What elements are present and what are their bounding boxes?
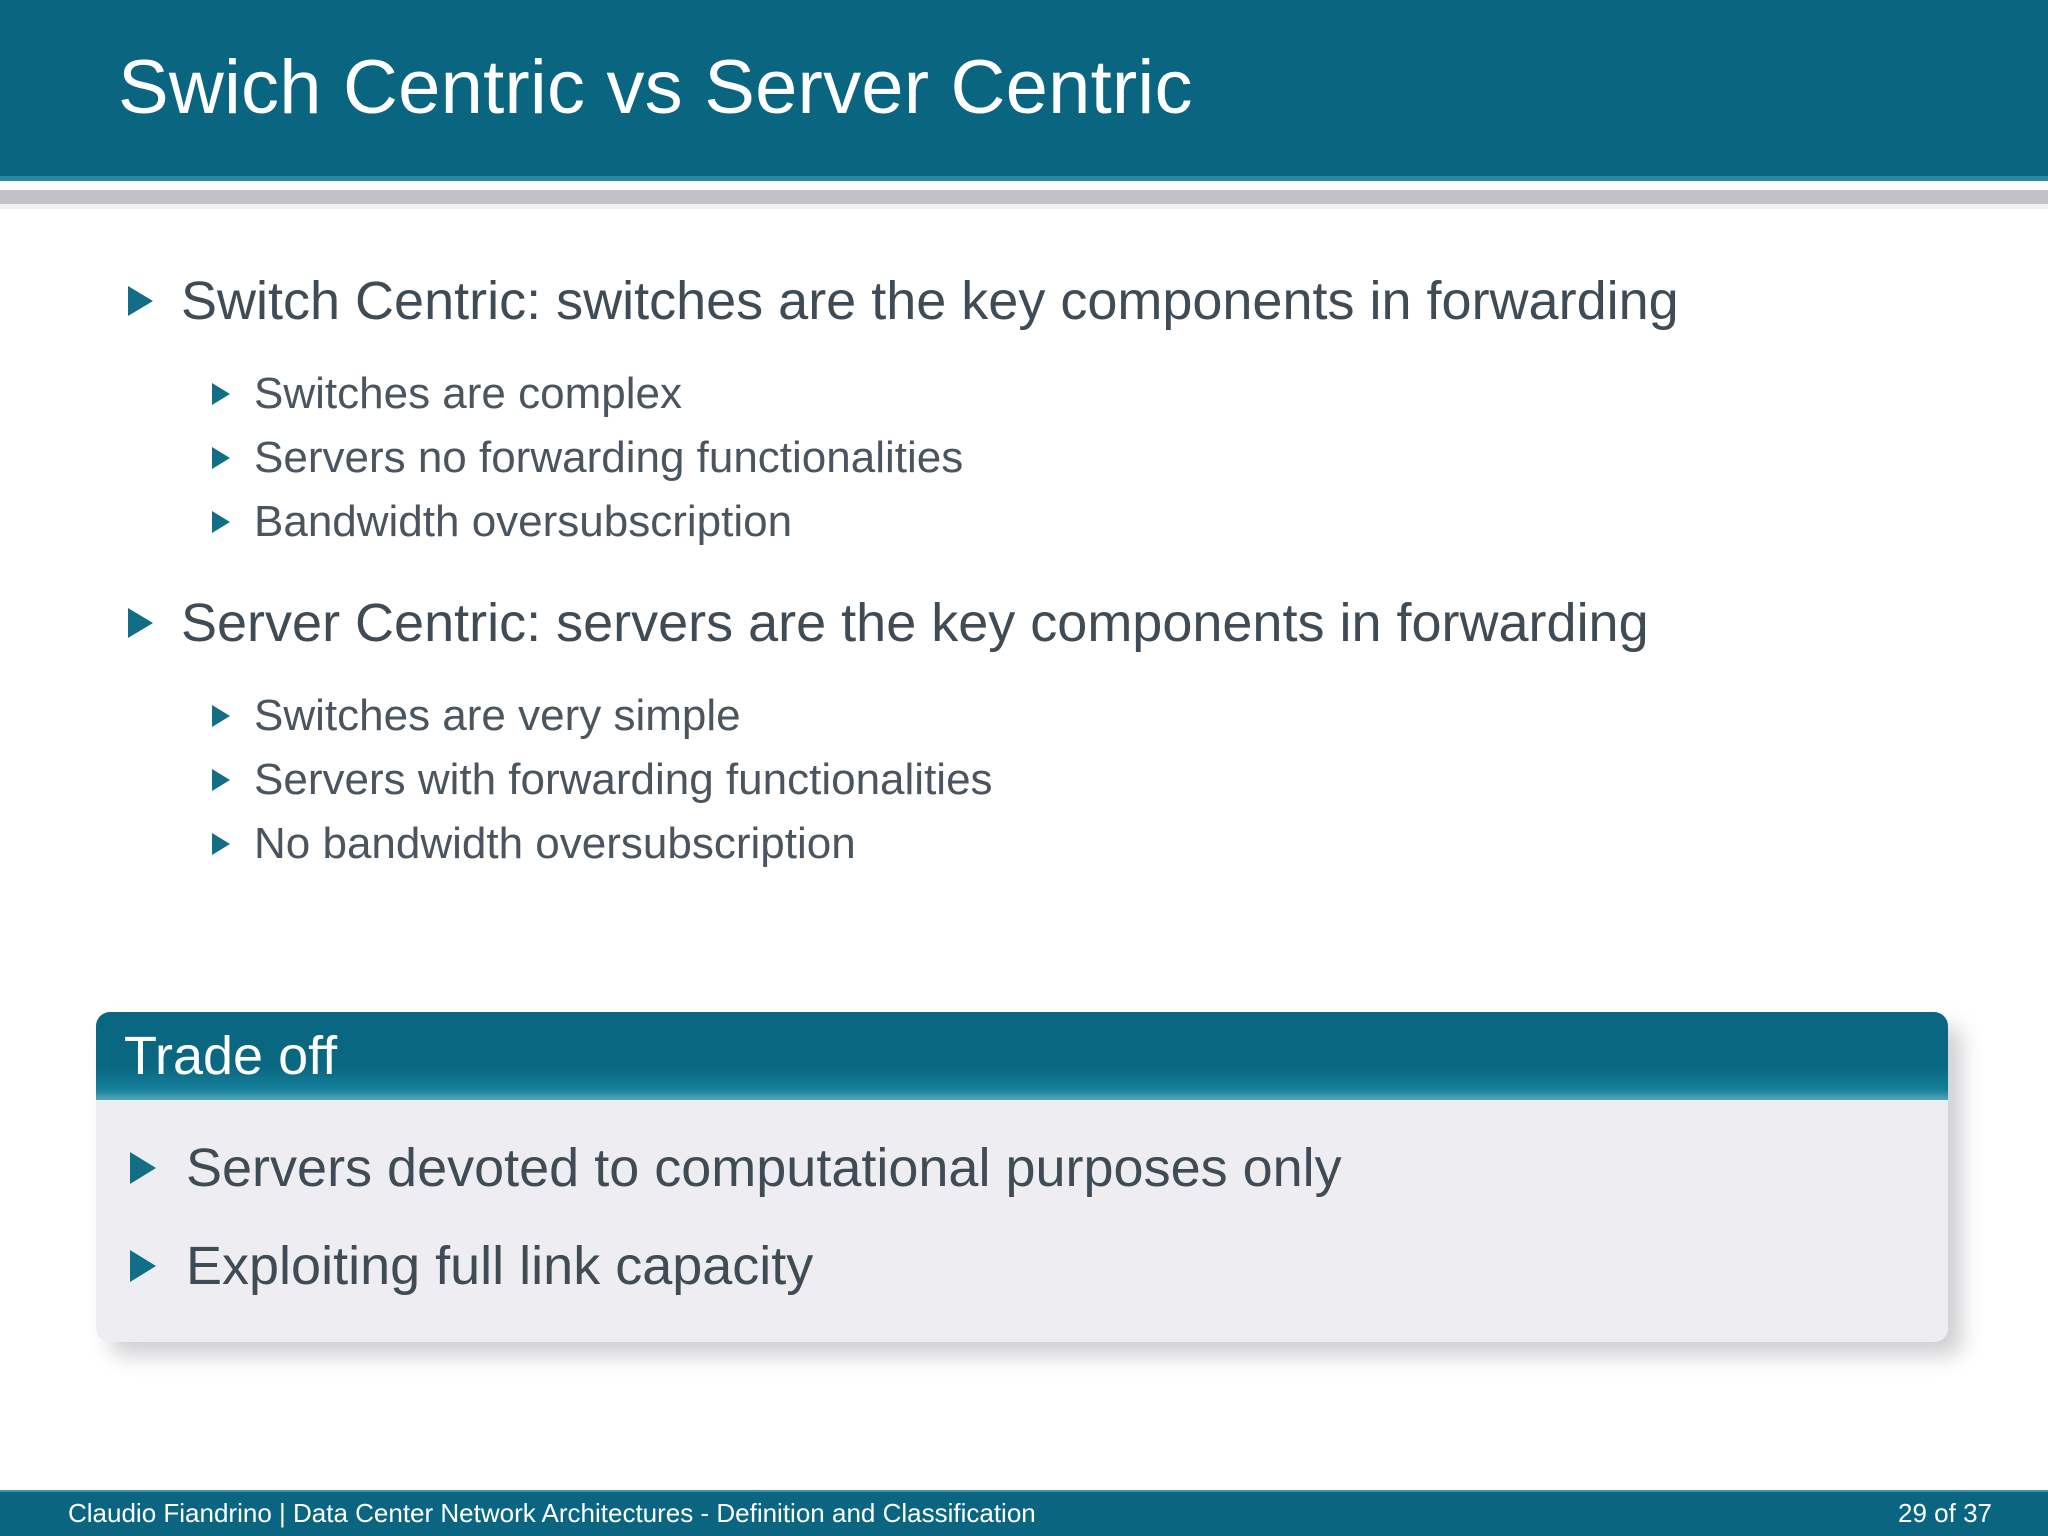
triangle-bullet-icon bbox=[130, 1152, 156, 1184]
tradeoff-item: Servers devoted to computational purpose… bbox=[96, 1136, 1948, 1200]
triangle-bullet-icon bbox=[212, 833, 230, 855]
bullet-level1: Server Centric: servers are the key comp… bbox=[128, 592, 1649, 654]
slide-header-bar bbox=[0, 0, 2048, 176]
tradeoff-block-header: Trade off bbox=[96, 1012, 1948, 1100]
header-underline bbox=[0, 176, 2048, 181]
tradeoff-block: Trade off Servers devoted to computation… bbox=[96, 1012, 1948, 1342]
bullet-level1: Switch Centric: switches are the key com… bbox=[128, 270, 1679, 332]
bullet-level1-label: Server Centric: servers are the key comp… bbox=[181, 593, 1649, 653]
bullet-level2: Servers no forwarding functionalities bbox=[212, 432, 963, 484]
bullet-level2-label: Servers no forwarding functionalities bbox=[254, 433, 964, 482]
triangle-bullet-icon bbox=[212, 769, 230, 791]
bullet-level2: Bandwidth oversubscription bbox=[212, 496, 792, 548]
header-divider-band bbox=[0, 190, 2048, 204]
bullet-level1-label: Switch Centric: switches are the key com… bbox=[181, 271, 1679, 331]
triangle-bullet-icon bbox=[212, 705, 230, 727]
bullet-level2: Switches are very simple bbox=[212, 690, 741, 742]
triangle-bullet-icon bbox=[212, 511, 230, 533]
footer-hairline bbox=[0, 1490, 2048, 1492]
triangle-bullet-icon bbox=[212, 447, 230, 469]
page-title: Swich Centric vs Server Centric bbox=[118, 45, 1193, 130]
bullet-level2-label: Switches are complex bbox=[254, 369, 682, 418]
bullet-level2-label: Bandwidth oversubscription bbox=[254, 497, 793, 546]
footer-page-number: 29 of 37 bbox=[1898, 1498, 1992, 1528]
slide-footer-bar bbox=[0, 1490, 2048, 1536]
slide-content: Switch Centric: switches are the key com… bbox=[0, 230, 2048, 1470]
bullet-level2: Switches are complex bbox=[212, 368, 682, 420]
tradeoff-item: Exploiting full link capacity bbox=[96, 1234, 1948, 1298]
tradeoff-block-body: Servers devoted to computational purpose… bbox=[96, 1100, 1948, 1342]
tradeoff-item-label: Servers devoted to computational purpose… bbox=[186, 1138, 1342, 1198]
header-divider-band-shade bbox=[0, 204, 2048, 209]
triangle-bullet-icon bbox=[128, 286, 153, 316]
bullet-level2: Servers with forwarding functionalities bbox=[212, 754, 993, 806]
bullet-level2-label: No bandwidth oversubscription bbox=[254, 819, 856, 868]
bullet-level2-label: Switches are very simple bbox=[254, 691, 741, 740]
bullet-level2: No bandwidth oversubscription bbox=[212, 818, 856, 870]
triangle-bullet-icon bbox=[212, 383, 230, 405]
tradeoff-item-label: Exploiting full link capacity bbox=[186, 1236, 814, 1296]
bullet-level2-label: Servers with forwarding functionalities bbox=[254, 755, 993, 804]
triangle-bullet-icon bbox=[130, 1250, 156, 1282]
footer-author-and-deck: Claudio Fiandrino | Data Center Network … bbox=[68, 1498, 1036, 1528]
triangle-bullet-icon bbox=[128, 608, 153, 638]
tradeoff-block-title: Trade off bbox=[124, 1026, 338, 1086]
